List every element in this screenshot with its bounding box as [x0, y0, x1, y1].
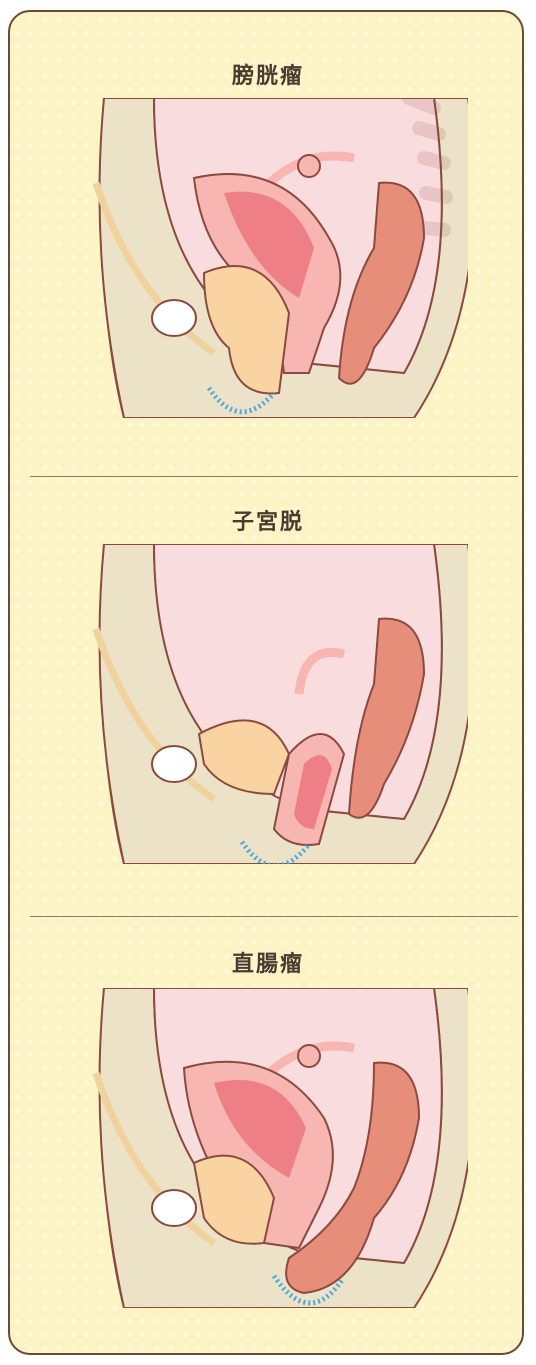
pelvis-illustration-cystocele [92, 98, 468, 418]
pelvis-illustration-uterine-prolapse [92, 544, 468, 864]
organs [197, 617, 426, 846]
organs [192, 151, 426, 395]
diagram-card: 膀胱瘤 子宮脱 [8, 10, 524, 1355]
divider [30, 476, 518, 477]
panel-title: 膀胱瘤 [231, 64, 304, 89]
divider [30, 916, 518, 917]
pelvis-illustration-rectocele [92, 988, 468, 1308]
panel-title: 直腸瘤 [231, 952, 304, 977]
prolapse-highlight [239, 840, 311, 864]
organs [182, 1041, 421, 1295]
panel-title: 子宮脱 [231, 510, 304, 535]
prolapse-highlight [206, 386, 276, 415]
prolapse-highlight [271, 1274, 345, 1306]
